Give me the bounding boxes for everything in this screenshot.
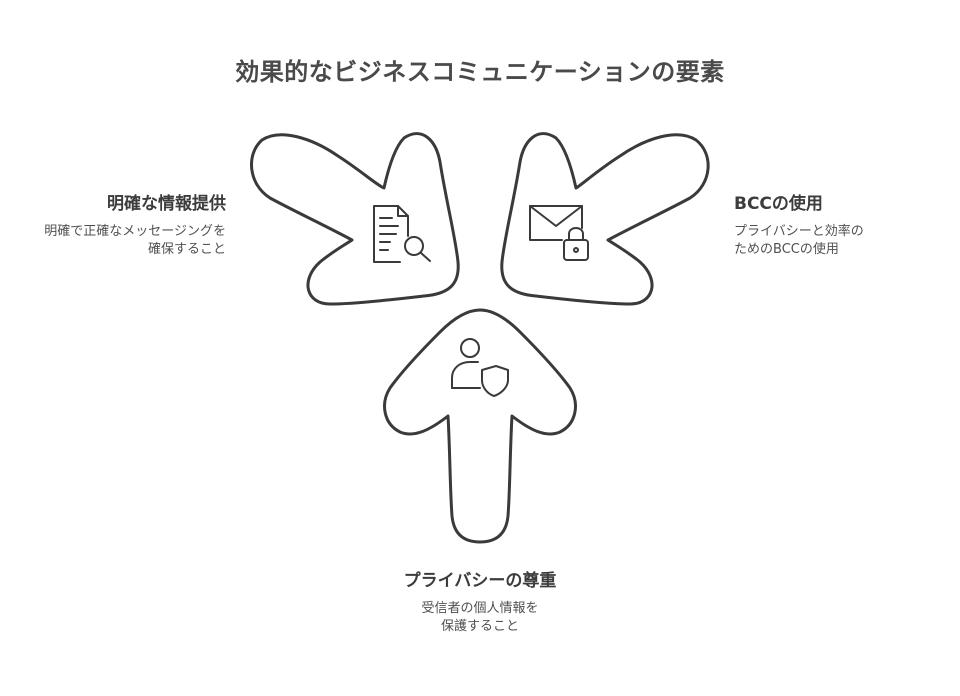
desc-line: ためのBCCの使用 xyxy=(734,242,839,257)
desc-line: 確保すること xyxy=(147,242,226,257)
arrow-bcc xyxy=(500,132,710,306)
node-desc-bcc: プライバシーと効率の ためのBCCの使用 xyxy=(734,223,864,259)
node-desc-clear-info: 明確で正確なメッセージングを 確保すること xyxy=(44,223,226,259)
desc-line: プライバシーと効率の xyxy=(734,224,864,239)
arrow-clear-info xyxy=(250,132,460,306)
node-title-clear-info: 明確な情報提供 xyxy=(107,194,226,214)
desc-line: 明確で正確なメッセージングを xyxy=(44,224,226,239)
node-title-bcc: BCCの使用 xyxy=(734,194,823,214)
arrow-privacy xyxy=(383,308,577,544)
node-desc-privacy: 受信者の個人情報を 保護すること xyxy=(330,600,630,636)
document-search-icon xyxy=(373,205,431,263)
desc-line: 保護すること xyxy=(440,619,519,634)
user-shield-icon xyxy=(451,338,509,397)
diagram-title: 効果的なビジネスコミュニケーションの要素 xyxy=(235,58,725,86)
desc-line: 受信者の個人情報を xyxy=(421,601,539,616)
node-title-privacy: プライバシーの尊重 xyxy=(403,571,557,591)
mail-lock-icon xyxy=(529,205,589,261)
